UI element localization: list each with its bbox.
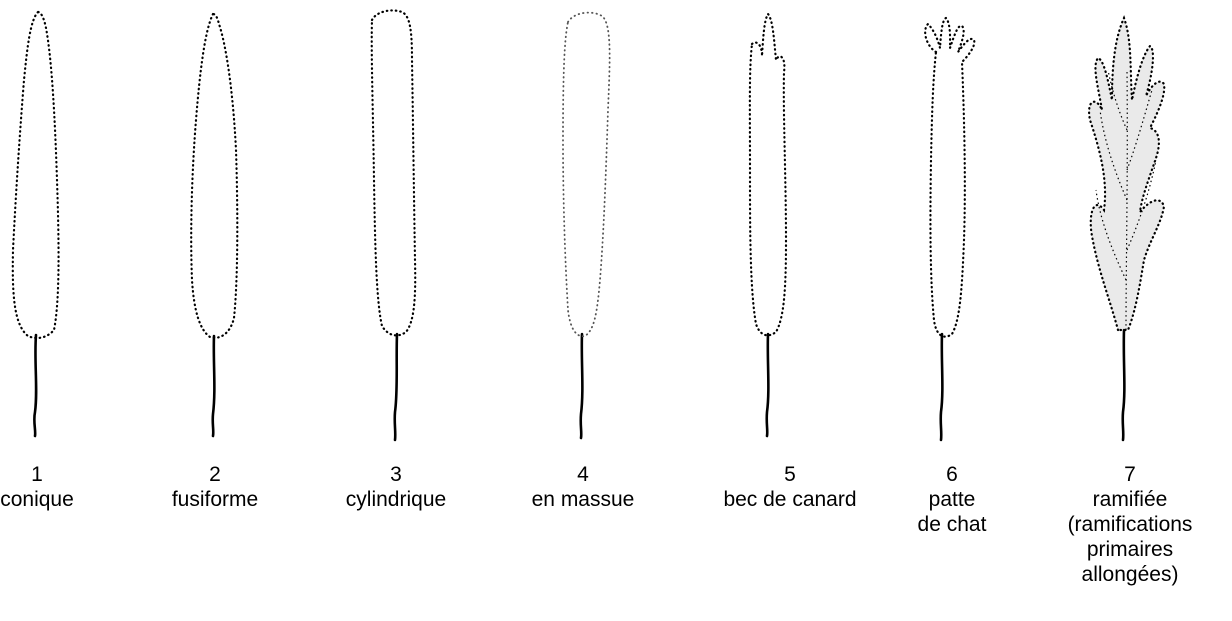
- shape-label: ramifiée: [1040, 487, 1220, 512]
- shape-number: 1: [0, 462, 127, 487]
- panicle-outline: [750, 14, 786, 335]
- panicle-stem: [34, 335, 36, 436]
- panicle-fusiforme-drawing: [191, 14, 237, 436]
- panicle-stem: [941, 334, 943, 440]
- panicle-stem: [395, 334, 397, 440]
- panicle-ramifiee-drawing: [1089, 18, 1164, 440]
- shape-label: primaires: [1040, 537, 1220, 562]
- shape-caption-6: 6 patte de chat: [862, 462, 1042, 537]
- shape-number: 7: [1040, 462, 1220, 487]
- shape-number: 3: [306, 462, 486, 487]
- shape-label: bec de canard: [700, 487, 880, 512]
- shape-number: 4: [493, 462, 673, 487]
- panicle-cylindrique-drawing: [372, 10, 416, 440]
- panicle-outline: [13, 12, 59, 338]
- shape-label: de chat: [862, 512, 1042, 537]
- shape-caption-4: 4 en massue: [493, 462, 673, 512]
- shape-number: 2: [125, 462, 305, 487]
- panicle-stem: [1123, 330, 1125, 440]
- shape-caption-2: 2 fusiforme: [125, 462, 305, 512]
- shape-number: 5: [700, 462, 880, 487]
- shape-label: en massue: [493, 487, 673, 512]
- shape-caption-3: 3 cylindrique: [306, 462, 486, 512]
- panicle-patte-de-chat-drawing: [925, 18, 974, 440]
- shape-label: cylindrique: [306, 487, 486, 512]
- panicle-conique-drawing: [13, 12, 59, 436]
- panicle-outline: [191, 14, 237, 338]
- panicle-outline: [563, 13, 610, 337]
- panicle-outline: [372, 10, 416, 335]
- shape-label: conique: [0, 487, 127, 512]
- shape-label: fusiforme: [125, 487, 305, 512]
- shape-caption-1: 1 conique: [0, 462, 127, 512]
- shape-label: (ramifications: [1040, 512, 1220, 537]
- shape-label: patte: [862, 487, 1042, 512]
- panicle-stem: [581, 334, 583, 438]
- shape-caption-7: 7 ramifiée (ramifications primaires allo…: [1040, 462, 1220, 587]
- panicle-stem: [767, 334, 769, 436]
- panicle-outline: [925, 18, 974, 337]
- panicle-branches: [1089, 18, 1164, 330]
- panicle-stem: [213, 336, 215, 436]
- shape-number: 6: [862, 462, 1042, 487]
- panicle-bec-de-canard-drawing: [750, 14, 786, 436]
- shape-caption-5: 5 bec de canard: [700, 462, 880, 512]
- shape-label: allongées): [1040, 562, 1220, 587]
- panicle-en-massue-drawing: [563, 13, 610, 438]
